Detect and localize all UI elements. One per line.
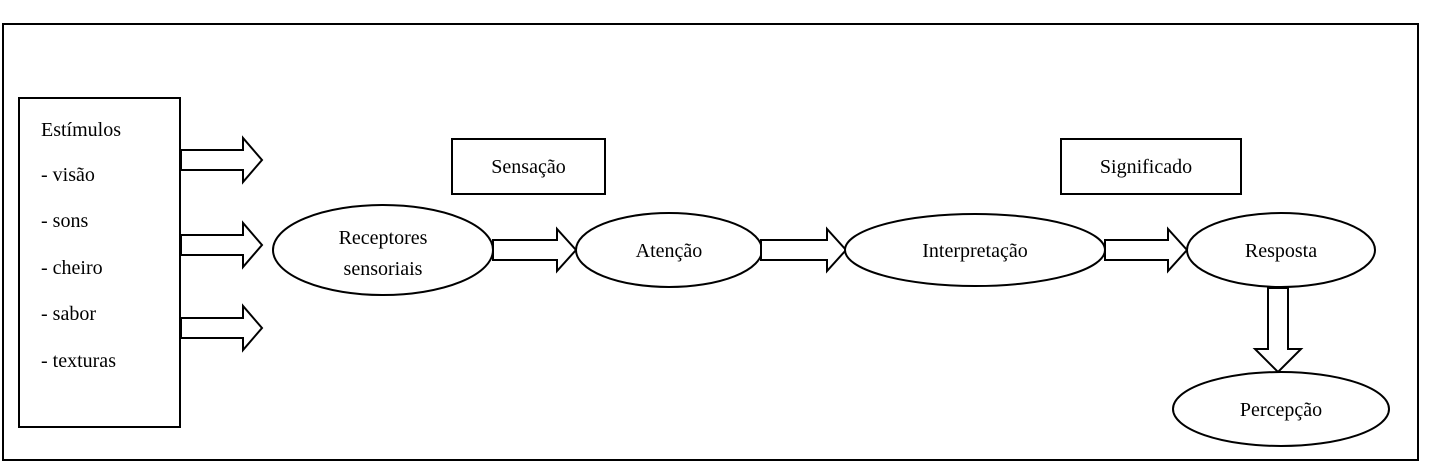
resposta-label: Resposta [1245,240,1317,262]
stimuli-arrow-1 [180,135,264,185]
percepcao-node [1172,371,1390,447]
interpretacao-label: Interpretação [922,240,1027,262]
receptores-node [272,204,494,296]
stimuli-item-visao: - visão [41,164,95,186]
sensacao-box [451,138,606,195]
significado-label: Significado [1100,156,1192,178]
arrow-resposta-percepcao [1252,287,1304,374]
stimuli-item-texturas: - texturas [41,350,116,372]
stimuli-arrow-2 [180,220,264,270]
percepcao-label: Percepção [1240,399,1322,421]
receptores-label-line2: sensoriais [344,258,423,280]
stimuli-box: Estímulos - visão - sons - cheiro - sabo… [18,97,181,428]
stimuli-box-border [18,97,181,428]
outer-frame [2,23,1419,461]
atencao-label: Atenção [636,240,703,262]
stimuli-title: Estímulos [41,119,121,141]
arrow-atencao-interpretacao [760,226,848,274]
receptores-label-line1: Receptores [339,227,428,249]
sensacao-label: Sensação [491,156,565,178]
arrow-receptores-atencao [492,226,578,274]
stimuli-item-sabor: - sabor [41,303,96,325]
stimuli-arrow-3 [180,303,264,353]
significado-box [1060,138,1242,195]
stimuli-item-cheiro: - cheiro [41,257,103,279]
arrow-interpretacao-resposta [1104,226,1189,274]
stimuli-item-sons: - sons [41,210,88,232]
